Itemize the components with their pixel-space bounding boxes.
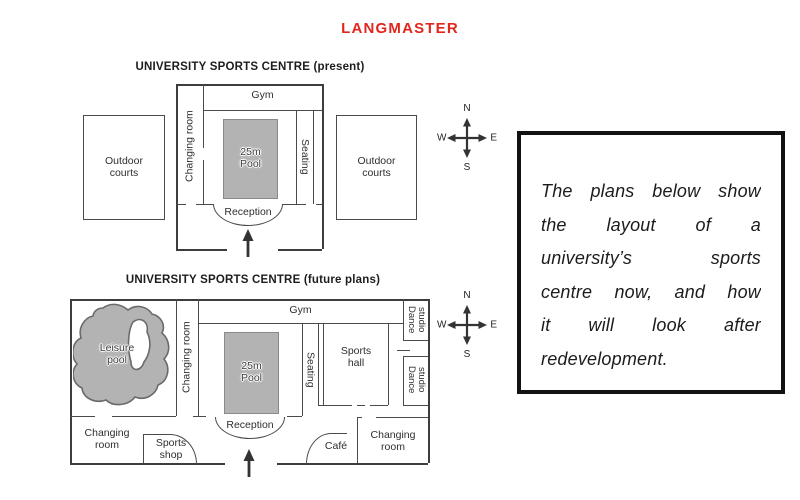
- wall-segment: [323, 323, 324, 405]
- task-text-line: the layout of a: [541, 214, 761, 235]
- wall-segment: [203, 84, 204, 148]
- langmaster-logo: LANGMASTER: [341, 20, 459, 37]
- room-changing-room: Changing room: [183, 110, 196, 182]
- wall-segment: [316, 204, 322, 205]
- wall-segment: [203, 110, 322, 111]
- compass-west-label: W: [437, 132, 447, 144]
- wall-segment: [357, 417, 362, 418]
- room-reception: Reception: [215, 417, 285, 439]
- task-text-line: university’s sports: [541, 248, 761, 268]
- leisure-pool-shape: [73, 303, 170, 406]
- wall-segment: [376, 417, 428, 418]
- compass-north-label: N: [463, 103, 471, 114]
- room-changing-room-southeast: Changing room: [370, 429, 416, 453]
- wall-segment: [388, 323, 389, 405]
- wall-segment: [428, 299, 430, 463]
- room-changing-room-west: Changing room: [180, 321, 193, 393]
- wall-segment: [397, 350, 410, 351]
- wall-segment: [278, 249, 322, 251]
- task-text: The plans below show the layout of a uni…: [521, 135, 781, 376]
- wall-segment: [357, 417, 358, 463]
- outdoor-courts-east: Outdoor courts: [336, 115, 417, 220]
- room-sports-shop: Sports shop: [155, 437, 187, 461]
- wall-segment: [176, 84, 178, 249]
- future-plan-title: UNIVERSITY SPORTS CENTRE (future plans): [125, 274, 381, 286]
- wall-segment: [112, 416, 176, 417]
- wall-segment: [318, 323, 319, 405]
- wall-segment: [322, 84, 324, 249]
- outdoor-courts-west: Outdoor courts: [83, 115, 165, 220]
- compass-east-label: E: [490, 132, 497, 144]
- room-gym: Gym: [289, 304, 312, 316]
- wall-segment: [176, 299, 177, 416]
- wall-segment: [176, 204, 186, 205]
- room-dance-studio-south: Dance studio: [406, 366, 427, 394]
- room-sports-hall: Sports hall: [340, 345, 372, 369]
- wall-segment: [296, 110, 297, 204]
- compass-cross-icon: [447, 305, 487, 345]
- wall-segment: [318, 405, 352, 406]
- pool-25m-label: 25m Pool: [240, 360, 262, 384]
- pool-25m: 25m Pool: [223, 119, 278, 199]
- wall-segment: [70, 299, 428, 301]
- room-gym: Gym: [251, 89, 274, 101]
- wall-segment: [70, 299, 72, 463]
- pool-25m-label: 25m Pool: [239, 146, 261, 170]
- task-text-line: The plans below show: [541, 181, 761, 201]
- room-seating: Seating: [304, 352, 317, 388]
- wall-segment: [198, 299, 199, 417]
- outdoor-courts-west-label: Outdoor courts: [105, 154, 143, 179]
- compass-cross-icon: [447, 118, 487, 158]
- wall-segment: [143, 434, 170, 435]
- wall-segment: [193, 416, 206, 417]
- compass-north-label: N: [463, 290, 471, 301]
- entrance-arrow-icon: [243, 449, 255, 477]
- compass-rose: N S W E: [437, 103, 497, 173]
- room-cafe: Café: [324, 440, 348, 452]
- compass-rose: N S W E: [437, 290, 497, 360]
- task-text-line: it will look after: [541, 315, 761, 335]
- compass-east-label: E: [490, 319, 497, 331]
- wall-segment: [176, 84, 322, 86]
- task-text-line: centre now, and how: [541, 281, 761, 302]
- entrance-arrow-icon: [242, 229, 254, 257]
- wall-segment: [313, 110, 314, 204]
- outdoor-courts-east-label: Outdoor courts: [357, 154, 396, 179]
- wall-segment: [143, 434, 144, 463]
- room-seating: Seating: [299, 139, 311, 175]
- wall-segment: [357, 405, 365, 406]
- wall-segment: [277, 463, 428, 465]
- wall-segment: [330, 433, 347, 434]
- wall-segment: [287, 416, 302, 417]
- wall-segment: [403, 356, 428, 357]
- wall-segment: [403, 299, 404, 340]
- wall-segment: [203, 160, 204, 204]
- compass-south-label: S: [463, 162, 471, 173]
- room-changing-room-southwest: Changing room: [84, 427, 130, 451]
- task-box: The plans below show the layout of a uni…: [517, 131, 785, 394]
- wall-segment: [403, 356, 404, 405]
- wall-segment: [403, 340, 428, 341]
- compass-west-label: W: [437, 319, 447, 331]
- wall-segment: [403, 405, 428, 406]
- wall-segment: [302, 323, 303, 416]
- present-plan-title: UNIVERSITY SPORTS CENTRE (present): [135, 61, 365, 73]
- wall-segment: [70, 463, 225, 465]
- task-text-line: redevelopment.: [541, 348, 668, 369]
- room-leisure-pool: Leisure pool: [99, 342, 135, 366]
- room-reception: Reception: [213, 204, 283, 226]
- wall-segment: [70, 416, 95, 417]
- room-dance-studio-north: Dance studio: [406, 306, 427, 334]
- pool-25m: 25m Pool: [224, 332, 279, 414]
- wall-segment: [176, 249, 227, 251]
- compass-south-label: S: [463, 349, 471, 360]
- wall-segment: [198, 323, 403, 324]
- wall-segment: [370, 405, 388, 406]
